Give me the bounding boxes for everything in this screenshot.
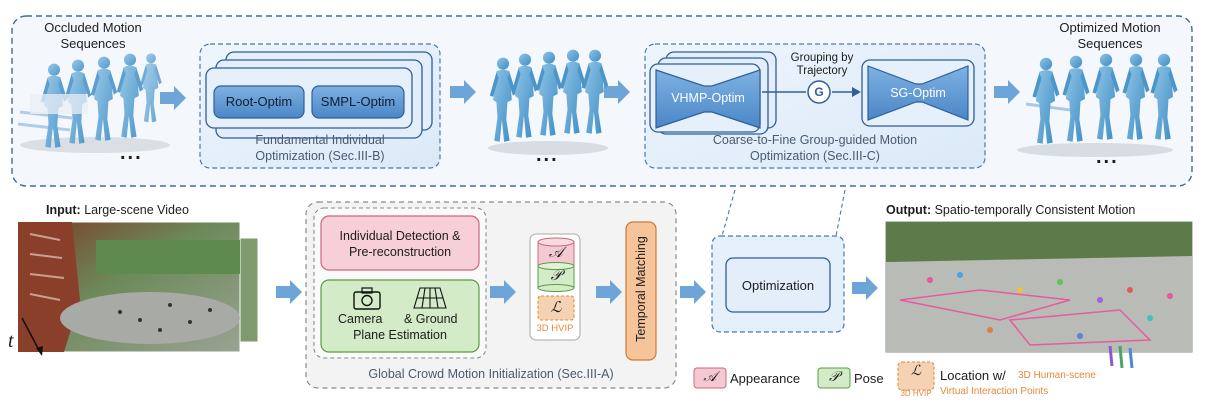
optimization-label: Optimization bbox=[741, 278, 815, 293]
optimized-title-line-1: Optimized Motion bbox=[1059, 20, 1161, 35]
arrow-8 bbox=[680, 280, 706, 304]
camera-icon bbox=[353, 287, 381, 310]
legend-pose-label: Pose bbox=[854, 371, 884, 386]
grouping-label-line-2: Trajectory bbox=[796, 65, 848, 77]
optimized-title: Optimized Motion Sequences bbox=[1040, 20, 1180, 52]
legend-hvip-desc-2: Virtual Interaction Points bbox=[940, 386, 1049, 397]
arrow-2 bbox=[450, 80, 476, 104]
detection-label-line-1: Individual Detection & bbox=[339, 229, 461, 243]
ellipsis-right: ... bbox=[1096, 146, 1119, 168]
detection-box bbox=[320, 215, 480, 271]
occluded-title-line-1: Occluded Motion bbox=[44, 20, 142, 35]
occluded-figures bbox=[17, 53, 170, 153]
g-node bbox=[807, 80, 831, 104]
fundamental-caption-line-1: Fundamental Individual bbox=[255, 133, 385, 147]
legend-location-swatch bbox=[897, 361, 935, 391]
occluded-title: Occluded Motion Sequences bbox=[30, 20, 156, 52]
output-scene-image bbox=[885, 221, 1193, 369]
plane-estimation-label: Plane Estimation bbox=[353, 328, 447, 342]
top-panel bbox=[11, 15, 1193, 187]
optimized-figures bbox=[1017, 53, 1178, 157]
root-optim-label: Root-Optim bbox=[225, 94, 293, 109]
legend-appearance-label: Appearance bbox=[730, 371, 801, 386]
legend-location-symbol: ℒ bbox=[910, 364, 922, 379]
legend-pose-swatch bbox=[817, 367, 851, 389]
arrow-9 bbox=[852, 276, 878, 300]
middle-figures bbox=[488, 49, 609, 155]
temporal-matching-label: Temporal Matching bbox=[634, 236, 648, 342]
fundamental-caption: Fundamental Individual Optimization (Sec… bbox=[200, 132, 440, 164]
legend-hvip-desc-1: 3D Human-scene bbox=[1018, 370, 1096, 381]
optimization-box bbox=[725, 257, 831, 313]
grouping-label: Grouping by Trajectory bbox=[780, 52, 864, 78]
coarse-caption: Coarse-to-Fine Group-guided Motion Optim… bbox=[645, 132, 985, 164]
temporal-matching-box bbox=[625, 221, 657, 361]
legend-appearance-symbol: 𝒜 bbox=[703, 370, 717, 385]
sg-optim-shape bbox=[867, 65, 969, 121]
ground-word: & Ground bbox=[404, 312, 458, 326]
coarse-caption-line-2: Optimization (Sec.III-C) bbox=[750, 149, 880, 163]
smpl-optim-box bbox=[311, 85, 405, 119]
output-title-rest: Spatio-temporally Consistent Motion bbox=[931, 203, 1136, 217]
vhmp-optim-shape bbox=[655, 69, 761, 129]
arrow-3 bbox=[604, 80, 630, 104]
output-title-bold: Output: bbox=[886, 203, 932, 217]
detection-label-line-2: Pre-reconstruction bbox=[348, 245, 452, 259]
legend-location-label: Location w/ bbox=[940, 368, 1006, 383]
detection-label: Individual Detection & Pre-reconstructio… bbox=[321, 228, 479, 260]
input-video-frames bbox=[17, 221, 259, 353]
legend-hvip-tag: 3D HVIP bbox=[900, 389, 932, 398]
arrow-5 bbox=[276, 280, 302, 304]
arrow-4 bbox=[994, 80, 1020, 104]
init-caption: Global Crowd Motion Initialization (Sec.… bbox=[368, 367, 614, 381]
g-node-label: G bbox=[814, 85, 824, 99]
arrow-7 bbox=[596, 280, 622, 304]
ellipsis-middle: ... bbox=[536, 144, 559, 166]
cylinder-stack bbox=[537, 237, 575, 321]
legend-pose-symbol: 𝒫 bbox=[828, 370, 840, 385]
input-title-bold: Input: bbox=[46, 203, 81, 217]
arrow-6 bbox=[490, 280, 516, 304]
fundamental-caption-line-2: Optimization (Sec.III-B) bbox=[255, 149, 385, 163]
camera-word: Camera bbox=[338, 312, 383, 326]
grouping-label-line-1: Grouping by bbox=[790, 52, 854, 64]
cyl-hvip-tag: 3D HVIP bbox=[536, 323, 574, 334]
sg-optim-label: SG-Optim bbox=[890, 86, 946, 100]
output-title: Output: Spatio-temporally Consistent Mot… bbox=[886, 203, 1135, 217]
time-label: t bbox=[8, 330, 14, 352]
legend-appearance-swatch bbox=[693, 367, 727, 389]
arrow-1 bbox=[160, 86, 186, 110]
input-title: Input: Large-scene Video bbox=[46, 203, 189, 217]
root-optim-box bbox=[213, 85, 305, 119]
optimized-title-line-2: Sequences bbox=[1077, 36, 1143, 51]
ellipsis-left: ... bbox=[120, 142, 143, 164]
occluded-title-line-2: Sequences bbox=[60, 36, 126, 51]
vhmp-optim-label: VHMP-Optim bbox=[671, 91, 745, 105]
input-title-rest: Large-scene Video bbox=[80, 203, 189, 217]
cyl-appearance-symbol: 𝒜 bbox=[548, 245, 564, 261]
ground-grid-icon bbox=[413, 287, 447, 309]
cyl-location-symbol: ℒ bbox=[550, 300, 562, 316]
coarse-caption-line-1: Coarse-to-Fine Group-guided Motion bbox=[712, 133, 918, 147]
cyl-pose-symbol: 𝒫 bbox=[550, 268, 562, 284]
smpl-optim-label: SMPL-Optim bbox=[320, 94, 396, 109]
